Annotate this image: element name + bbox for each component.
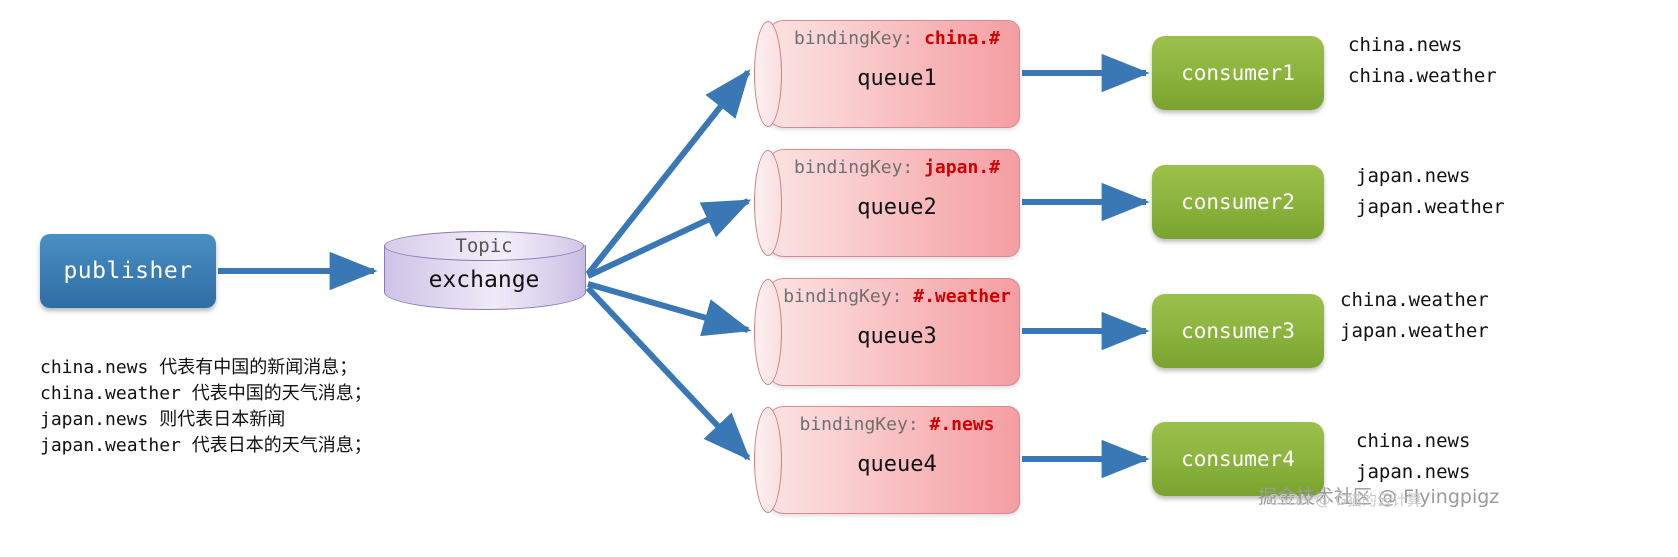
queue-cylinder-body (766, 20, 1020, 128)
queue-node-4[interactable]: bindingKey: #.news queue4 (752, 406, 1020, 514)
routing-key: japan.weather (1340, 320, 1489, 342)
consumer-label-2: consumer2 (1181, 190, 1295, 214)
legend-line-2: china.weather 代表中国的天气消息； (40, 383, 372, 404)
arrow-exchange-to-queue3 (587, 281, 752, 337)
publisher-label: publisher (63, 258, 193, 284)
watermark-csdn: CSDN @ G猫的云计算 (1268, 491, 1422, 509)
queue-cylinder-cap (754, 21, 782, 127)
routing-key: china.news (1356, 430, 1471, 452)
queue-name-2: queue2 (857, 195, 937, 220)
routing-keys-consumer-3: china.weather japan.weather (1340, 285, 1489, 347)
publisher-node[interactable]: publisher (40, 234, 216, 308)
queue-binding-key-3: bindingKey: #.weather (783, 286, 1011, 307)
routing-key: china.weather (1340, 289, 1489, 311)
queue-name-4: queue4 (857, 452, 937, 477)
queue-cylinder-cap (754, 150, 782, 256)
consumer-label-1: consumer1 (1181, 61, 1295, 85)
routing-keys-consumer-1: china.news china.weather (1348, 30, 1497, 92)
consumer-node-1[interactable]: consumer1 (1152, 36, 1324, 110)
queue-binding-key-4: bindingKey: #.news (799, 414, 995, 435)
queue-node-2[interactable]: bindingKey: japan.# queue2 (752, 149, 1020, 257)
queue-cylinder-cap (754, 279, 782, 385)
arrow-exchange-to-queue1 (585, 69, 751, 276)
legend-line-1: china.news 代表有中国的新闻消息； (40, 357, 358, 378)
routing-key: china.weather (1348, 65, 1497, 87)
queue-node-1[interactable]: bindingKey: china.# queue1 (752, 20, 1020, 128)
queue-cylinder-cap (754, 407, 782, 513)
queue-cylinder-body (766, 406, 1020, 514)
consumer-label-4: consumer4 (1181, 447, 1295, 471)
legend-line-4: japan.weather 代表日本的天气消息； (40, 435, 372, 456)
legend-block: china.news 代表有中国的新闻消息； china.weather 代表中… (40, 355, 372, 459)
queue-node-3[interactable]: bindingKey: #.weather queue3 (752, 278, 1020, 386)
routing-key: japan.weather (1356, 196, 1505, 218)
arrow-exchange-to-queue4 (585, 285, 751, 461)
legend-line-3: japan.news 则代表日本新闻 (40, 409, 286, 430)
exchange-type-label: Topic (455, 235, 513, 257)
exchange-name-label: exchange (428, 267, 540, 293)
queue-name-3: queue3 (857, 324, 937, 349)
routing-keys-consumer-2: japan.news japan.weather (1356, 161, 1505, 223)
exchange-cylinder-top (384, 231, 584, 261)
exchange-node[interactable]: Topic exchange (384, 231, 586, 310)
consumer-label-3: consumer3 (1181, 319, 1295, 343)
queue-binding-key-1: bindingKey: china.# (794, 28, 1000, 49)
routing-key: japan.news (1356, 461, 1471, 483)
routing-keys-consumer-4: china.news japan.news (1356, 426, 1470, 488)
arrow-exchange-to-queue2 (586, 198, 752, 279)
routing-key: china.news (1348, 34, 1463, 56)
consumer-node-2[interactable]: consumer2 (1152, 165, 1324, 239)
routing-key: japan.news (1356, 165, 1471, 187)
queue-name-1: queue1 (857, 66, 937, 91)
consumer-node-3[interactable]: consumer3 (1152, 294, 1324, 368)
watermark-juejin: 掘金技术社区 @ Flyingpigz (1258, 486, 1500, 508)
consumer-node-4[interactable]: consumer4 (1152, 422, 1324, 496)
queue-binding-key-2: bindingKey: japan.# (794, 157, 1000, 178)
